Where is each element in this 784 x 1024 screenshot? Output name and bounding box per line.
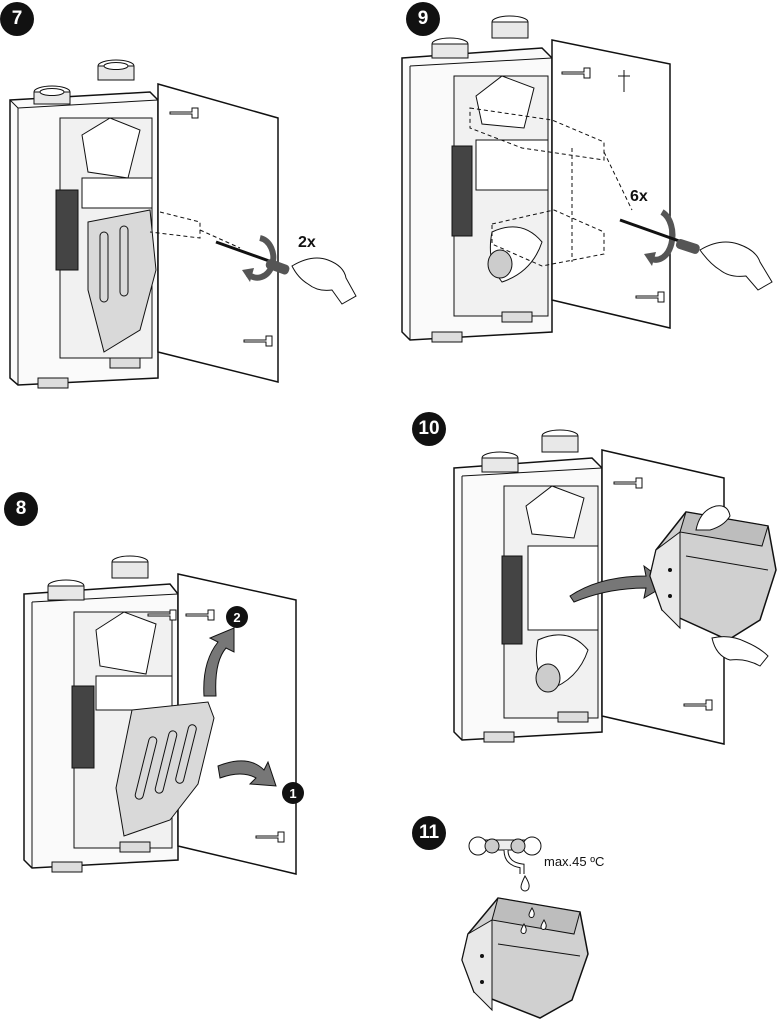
hand-icon — [291, 257, 357, 305]
unit-housing-icon — [401, 15, 671, 343]
step-9-panel: 9 6x — [392, 0, 784, 400]
screwdriver-icon — [619, 218, 700, 254]
screwdriver-icon — [215, 240, 290, 275]
step-10-panel: 10 — [392, 410, 784, 770]
water-drop-icon — [520, 874, 530, 892]
unit-housing-icon — [9, 59, 279, 389]
heat-exchanger-icon — [649, 511, 777, 641]
step-10-badge: 10 — [412, 412, 446, 446]
order-badge-2: 2 — [226, 606, 248, 628]
rotate-arrow-icon — [644, 209, 676, 266]
unit-housing-icon — [23, 555, 297, 875]
step-7-panel: 7 — [0, 0, 390, 400]
faucet-icon — [468, 836, 542, 874]
hand-icon — [711, 636, 769, 667]
step-11-badge: 11 — [412, 816, 446, 850]
turn-count-label: 2x — [298, 234, 316, 251]
step-11-panel: 11 max.45 ºC — [392, 810, 784, 1023]
max-temperature-note: max.45 ºC — [544, 854, 605, 869]
turn-count-label: 6x — [630, 188, 648, 205]
hand-icon — [699, 241, 773, 291]
unit-housing-icon — [453, 429, 725, 745]
step-8-panel: 8 2 1 — [0, 490, 390, 890]
step-8-badge: 8 — [4, 492, 38, 526]
hand-icon — [695, 505, 731, 531]
order-badge-1: 1 — [282, 782, 304, 804]
heat-exchanger-icon — [461, 897, 589, 1019]
step-9-badge: 9 — [406, 2, 440, 36]
step-7-badge: 7 — [0, 2, 34, 36]
